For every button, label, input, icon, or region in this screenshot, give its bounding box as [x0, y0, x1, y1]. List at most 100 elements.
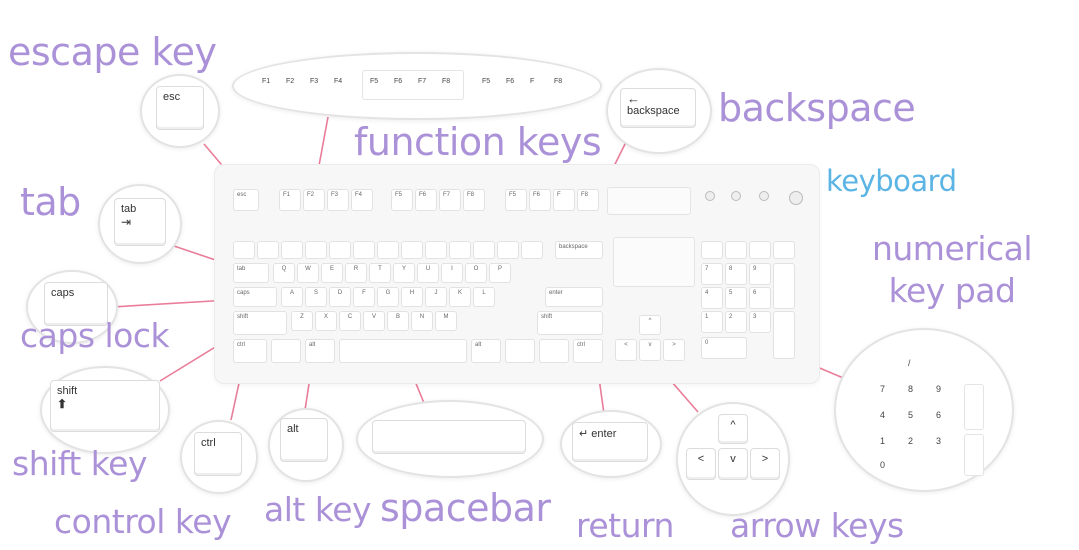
power-icon	[789, 191, 803, 205]
letter-key: X	[315, 311, 337, 331]
tab-zoom-label: tab	[121, 203, 137, 215]
arrow-right-key: >	[663, 339, 685, 361]
numpad-zoom-key: 5	[908, 410, 914, 420]
letter-key: N	[411, 311, 433, 331]
arrow-right-zoom-key: >	[750, 448, 780, 480]
arrow-down-zoom-key: v	[718, 448, 748, 480]
backspace-zoom-key: ← backspace	[620, 88, 696, 128]
function-key: F7	[439, 189, 461, 211]
numpad-zoom-plus-key	[964, 384, 984, 430]
arrow-down-key: v	[639, 339, 661, 361]
function-zoom-key: F1	[262, 78, 271, 85]
function-zoom-key: F8	[554, 78, 563, 85]
caps-lock-label: caps lock	[20, 316, 170, 355]
arrow-left-zoom-key: <	[686, 448, 716, 480]
letter-key: C	[339, 311, 361, 331]
tab-label: tab	[20, 180, 81, 224]
number-row-key	[473, 241, 495, 259]
function-zoom-key: F7	[418, 78, 427, 85]
function-zoom-group-f5-f8	[362, 70, 464, 100]
scroll-lock-led-icon	[759, 191, 769, 201]
nav-cluster	[613, 237, 695, 287]
letter-key: P	[489, 263, 511, 283]
numpad-key: 8	[725, 263, 747, 285]
numpad-key: 6	[749, 287, 771, 309]
number-row-key	[305, 241, 327, 259]
numpad-key: 1	[701, 311, 723, 333]
tab-zoom-key: tab ⇥	[114, 198, 166, 246]
numpad-zoom-key: 0	[880, 460, 886, 470]
numpad-zoom-key: 8	[908, 384, 914, 394]
ctrl-right-key: ctrl	[573, 339, 603, 363]
letter-key: E	[321, 263, 343, 283]
function-keys-label: function keys	[354, 120, 602, 164]
function-zoom-key: F4	[334, 78, 343, 85]
letter-key: S	[305, 287, 327, 307]
ctrl-zoom-circle: ctrl	[180, 420, 258, 494]
ctrl-zoom-key: ctrl	[194, 432, 242, 476]
number-row-key	[233, 241, 255, 259]
numpad-key: 3	[749, 311, 771, 333]
numpad-zoom-enter-key	[964, 434, 984, 476]
shift-key: shift	[233, 311, 287, 335]
letter-key: Z	[291, 311, 313, 331]
caps-lock-led-icon	[731, 191, 741, 201]
numpad-zoom-key: 1	[880, 436, 886, 446]
numpad-top-key	[749, 241, 771, 259]
space-bar-key	[339, 339, 467, 363]
function-zoom-key: F3	[310, 78, 319, 85]
numpad-key: 0	[701, 337, 747, 359]
number-row-key	[257, 241, 279, 259]
number-row-key	[401, 241, 423, 259]
number-row-key	[497, 241, 519, 259]
escape-key-label: escape key	[8, 30, 217, 74]
alt-right-key: alt	[471, 339, 501, 363]
numpad-zoom-key: 4	[880, 410, 886, 420]
letter-key: I	[441, 263, 463, 283]
letter-key: J	[425, 287, 447, 307]
backspace-key: backspace	[555, 241, 603, 259]
arrow-up-zoom-key: ^	[718, 414, 748, 444]
function-key: F6	[529, 189, 551, 211]
alt-key-label: alt key	[264, 490, 372, 529]
number-row-key	[353, 241, 375, 259]
number-row-key	[281, 241, 303, 259]
numerical-label-line2: key pad	[888, 271, 1016, 310]
function-zoom-key: F2	[286, 78, 295, 85]
numpad-zoom-key: 6	[936, 410, 942, 420]
caps-zoom-key: caps	[44, 282, 108, 326]
numpad-zoom-key: 9	[936, 384, 942, 394]
function-key: F1	[279, 189, 301, 211]
caps-zoom-circle: caps	[26, 270, 118, 344]
arrow-keys-label: arrow keys	[730, 506, 904, 545]
numerical-label-line1: numerical	[871, 229, 1033, 268]
backspace-zoom-label: backspace	[627, 105, 680, 117]
spacebar-label: spacebar	[380, 486, 551, 530]
keyboard-label: keyboard	[826, 164, 957, 198]
number-row-key	[425, 241, 447, 259]
win-key	[271, 339, 301, 363]
backspace-zoom-circle: ← backspace	[606, 68, 712, 154]
letter-key: U	[417, 263, 439, 283]
letter-key: G	[377, 287, 399, 307]
arrow-left-key: <	[615, 339, 637, 361]
tab-arrow-icon: ⇥	[121, 215, 132, 229]
numpad-top-key	[701, 241, 723, 259]
shift-arrow-icon: ⬆	[57, 397, 68, 411]
numpad-zoom-key: 3	[936, 436, 942, 446]
letter-key: H	[401, 287, 423, 307]
caps-key: caps	[233, 287, 277, 307]
control-key-label: control key	[54, 502, 232, 541]
letter-key: L	[473, 287, 495, 307]
numpad-key: 7	[701, 263, 723, 285]
enter-zoom-label: enter	[591, 428, 617, 440]
tab-zoom-circle: tab ⇥	[98, 184, 182, 264]
letter-key: F	[353, 287, 375, 307]
function-zoom-key: F6	[394, 78, 403, 85]
shift-right-key: shift	[537, 311, 603, 335]
tab-key: tab	[233, 263, 269, 283]
function-key: F4	[351, 189, 373, 211]
number-row-key	[329, 241, 351, 259]
function-zoom-key: F6	[506, 78, 515, 85]
